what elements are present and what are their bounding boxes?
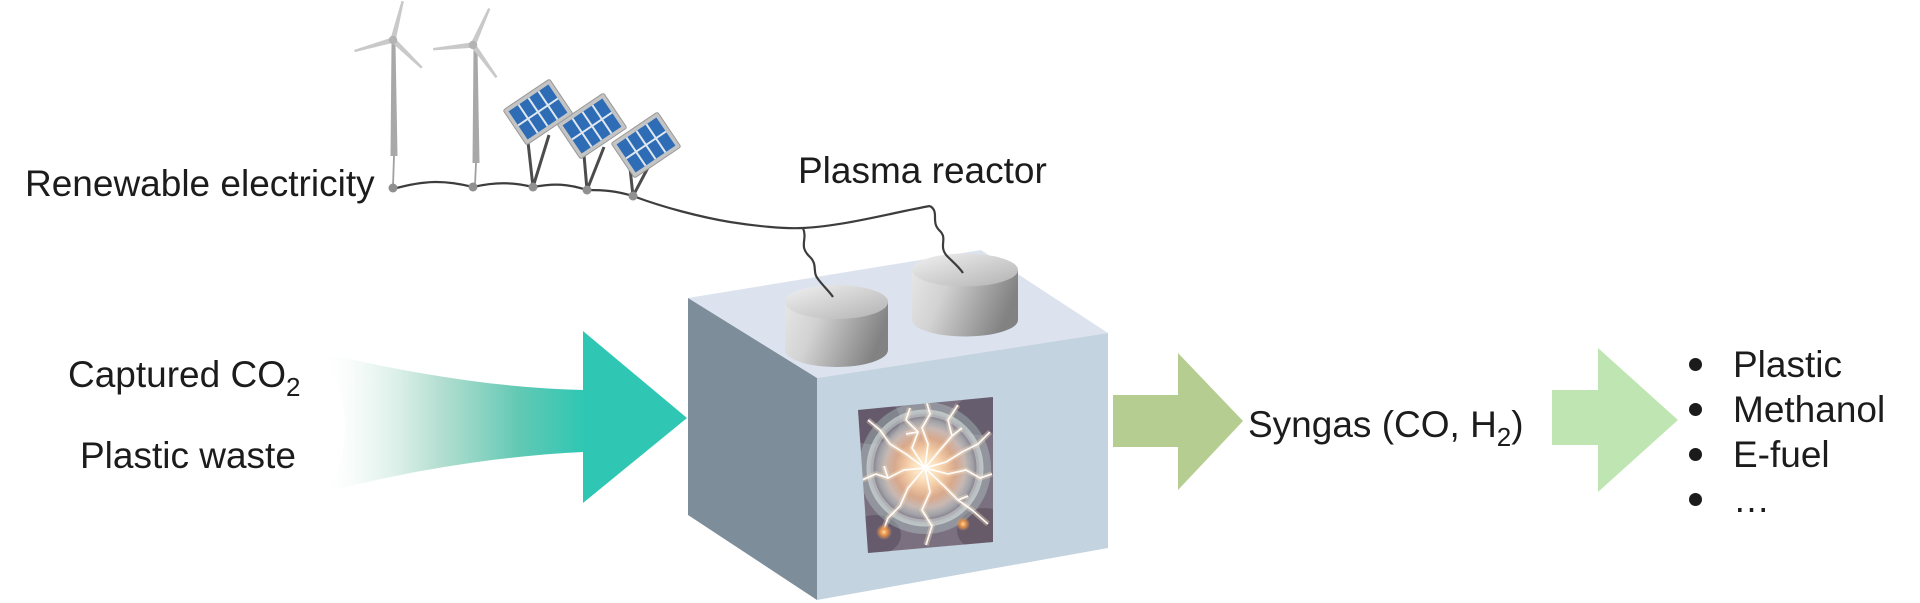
input-arrow [320, 331, 687, 503]
solar-panel-icon [557, 93, 627, 191]
plastic-waste-label: Plastic waste [80, 435, 296, 476]
wind-turbine-icon [354, 0, 423, 156]
power-line-node-dots [388, 182, 638, 201]
products-list: Plastic Methanol E-fuel … [1689, 342, 1885, 522]
electrode-cylinder [785, 285, 888, 367]
product-label: Methanol [1733, 388, 1886, 430]
list-item: … [1689, 477, 1885, 522]
solar-panel-icon [611, 112, 681, 197]
list-item: E-fuel [1689, 432, 1885, 477]
bullet-icon [1689, 358, 1702, 371]
bullet-icon [1689, 493, 1702, 506]
product-label: E-fuel [1733, 433, 1830, 475]
list-item: Methanol [1689, 387, 1885, 432]
product-label: Plastic [1733, 343, 1842, 385]
products-arrow [1552, 348, 1678, 492]
bullet-icon [1689, 403, 1702, 416]
power-line-pole-links [392, 155, 477, 187]
syngas-label: Syngas (CO, H2) [1248, 404, 1524, 452]
solar-panel-icon [503, 79, 573, 188]
product-label: … [1733, 478, 1770, 520]
output-arrow [1113, 353, 1243, 490]
renewable-electricity-label: Renewable electricity [25, 163, 375, 204]
plasma-window [858, 397, 993, 553]
electrode-cylinder [912, 253, 1018, 337]
captured-co2-label: Captured CO2 [68, 354, 301, 402]
bullet-icon [1689, 448, 1702, 461]
wind-turbine-icon [433, 7, 498, 163]
plasma-reactor-label: Plasma reactor [798, 150, 1047, 191]
list-item: Plastic [1689, 342, 1885, 387]
